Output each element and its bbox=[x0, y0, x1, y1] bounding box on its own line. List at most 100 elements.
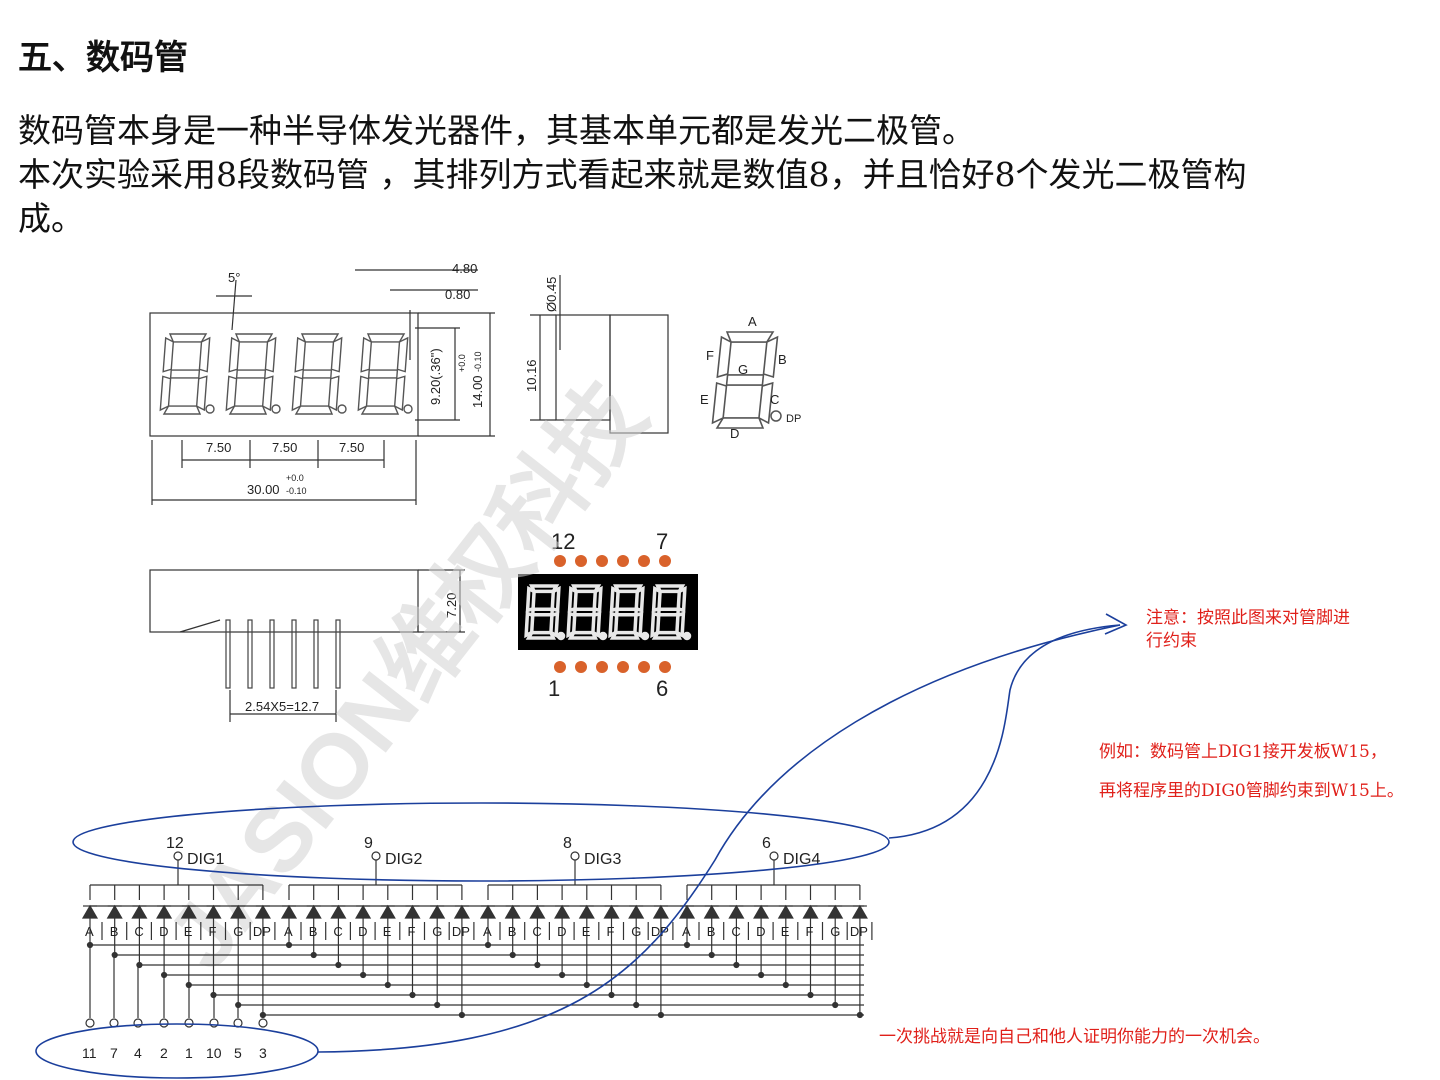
annotation-overlay bbox=[35, 613, 1128, 1079]
digit-name-2: DIG2 bbox=[385, 851, 422, 868]
front-digit-2-segment-g bbox=[235, 369, 267, 379]
front-digit-2-segment-c bbox=[261, 375, 274, 412]
dim-pin-pitch: 2.54X5=12.7 bbox=[245, 699, 319, 714]
front-digit-3-segment-b bbox=[330, 336, 343, 373]
segment-pin-8 bbox=[258, 1018, 268, 1028]
front-digit-3-segment-a bbox=[300, 333, 340, 343]
led-dot-bottom-6 bbox=[659, 661, 671, 673]
seg-pin-label-4-7: G bbox=[830, 924, 840, 939]
labeled-digit-segment-b bbox=[762, 335, 779, 379]
diode-2-6 bbox=[404, 904, 421, 919]
front-digit-1-dp bbox=[205, 404, 215, 414]
diode-2-5 bbox=[379, 904, 396, 919]
seg-pin-label-4-1: A bbox=[682, 924, 691, 939]
digit-pin-number-3: 8 bbox=[563, 835, 572, 852]
paragraph-line-3: 成。 bbox=[18, 199, 84, 238]
seg-label-b: B bbox=[778, 352, 787, 367]
seg-pin-label-1-8: DP bbox=[253, 924, 271, 939]
front-digit-2-segment-d bbox=[228, 405, 268, 415]
seg-pin-label-2-3: C bbox=[333, 924, 342, 939]
segment-label-diagram bbox=[711, 331, 779, 429]
dim-480: 4.80 bbox=[452, 261, 477, 276]
digit-name-1: DIG1 bbox=[187, 851, 224, 868]
photo-pin-1: 1 bbox=[548, 676, 560, 701]
photo-pin-12: 12 bbox=[551, 529, 575, 554]
seg-label-dp: DP bbox=[786, 413, 801, 425]
diode-2-4 bbox=[355, 904, 372, 919]
dim-pin-diameter: Ø0.45 bbox=[544, 277, 559, 312]
seg-pin-label-4-6: F bbox=[806, 924, 814, 939]
photo-digit-1-segment-e bbox=[524, 611, 535, 639]
diode-4-5 bbox=[777, 904, 794, 919]
front-digit-2-segment-f bbox=[228, 336, 241, 373]
diode-4-2 bbox=[703, 904, 720, 919]
segment-pin-number-7: 5 bbox=[234, 1045, 242, 1061]
seg-pin-label-4-2: B bbox=[707, 924, 716, 939]
front-digit-4-segment-c bbox=[393, 375, 406, 412]
segment-pin-number-4: 2 bbox=[160, 1045, 168, 1061]
schematic bbox=[81, 851, 873, 1028]
diode-1-3 bbox=[131, 904, 148, 919]
dim-width: 30.00 bbox=[247, 482, 280, 497]
front-digit-1-segment-e bbox=[159, 375, 172, 412]
seg-label-a: A bbox=[748, 314, 757, 329]
watermark: JASION维权科技 bbox=[147, 365, 665, 988]
segment-pin-number-8: 3 bbox=[259, 1045, 267, 1061]
photo-digit-1-segment-g bbox=[530, 607, 555, 617]
led-dot-top-1 bbox=[554, 555, 566, 567]
diode-3-8 bbox=[652, 904, 669, 919]
front-digit-1-segment-a bbox=[168, 333, 208, 343]
diode-2-3 bbox=[330, 904, 347, 919]
dim-angle: 5° bbox=[228, 270, 240, 285]
seg-pin-label-2-1: A bbox=[284, 924, 293, 939]
front-digit-1-segment-d bbox=[162, 405, 202, 415]
photo-digit-4-segment-g bbox=[656, 607, 681, 617]
segment-pin-5 bbox=[184, 1018, 194, 1028]
digit-pins-ellipse bbox=[72, 802, 890, 882]
front-digit-4-segment-b bbox=[396, 336, 409, 373]
seg-pin-label-3-2: B bbox=[508, 924, 517, 939]
pin-5 bbox=[313, 619, 319, 689]
front-digit-4-segment-g bbox=[367, 369, 399, 379]
dim-side-height: 10.16 bbox=[524, 359, 539, 392]
diode-3-4 bbox=[554, 904, 571, 919]
front-digit-4-dp bbox=[403, 404, 413, 414]
seg-label-e: E bbox=[700, 392, 709, 407]
front-digit-4-segment-d bbox=[360, 405, 400, 415]
diode-2-7 bbox=[429, 904, 446, 919]
segment-pin-1 bbox=[85, 1018, 95, 1028]
paragraph-line-1: 数码管本身是一种半导体发光器件，其基本单元都是发光二极管。 bbox=[18, 111, 975, 150]
photo-digit-3-dp bbox=[640, 631, 650, 641]
dim-pitch-1: 7.50 bbox=[206, 440, 231, 455]
seg-pin-label-3-7: G bbox=[631, 924, 641, 939]
diode-1-2 bbox=[106, 904, 123, 919]
note-constraint-line1: 注意：按照此图来对管脚进 bbox=[1146, 608, 1350, 628]
seg-label-g: G bbox=[738, 362, 748, 377]
digit-pin-number-4: 6 bbox=[762, 835, 771, 852]
segment-pin-number-3: 4 bbox=[134, 1045, 142, 1061]
dim-height-tol-plus: +0.0 bbox=[457, 354, 467, 372]
photo-pin-6: 6 bbox=[656, 676, 668, 701]
digit-pin-4 bbox=[769, 851, 779, 861]
photo-digit-3-segment-g bbox=[614, 607, 639, 617]
pin-1 bbox=[225, 619, 231, 689]
seg-pin-label-3-6: F bbox=[607, 924, 615, 939]
front-digit-3-dp bbox=[337, 404, 347, 414]
dim-height-tol-minus: -0.10 bbox=[473, 351, 483, 372]
diode-3-6 bbox=[603, 904, 620, 919]
front-digit-1-segment-b bbox=[198, 336, 211, 373]
seg-pin-label-1-4: D bbox=[159, 924, 168, 939]
diode-4-8 bbox=[851, 904, 868, 919]
seg-pin-label-2-8: DP bbox=[452, 924, 470, 939]
seg-pin-label-1-6: F bbox=[209, 924, 217, 939]
pin-2 bbox=[247, 619, 253, 689]
paragraph-line-2: 本次实验采用8段数码管 ，其排列方式看起来就是数值8，并且恰好8个发光二极管构 bbox=[18, 155, 1247, 194]
led-dot-bottom-1 bbox=[554, 661, 566, 673]
seg-pin-label-2-7: G bbox=[432, 924, 442, 939]
seg-pin-label-3-8: DP bbox=[651, 924, 669, 939]
diode-1-1 bbox=[81, 904, 99, 919]
front-digit-1-segment-f bbox=[162, 336, 175, 373]
diode-4-7 bbox=[827, 904, 844, 919]
